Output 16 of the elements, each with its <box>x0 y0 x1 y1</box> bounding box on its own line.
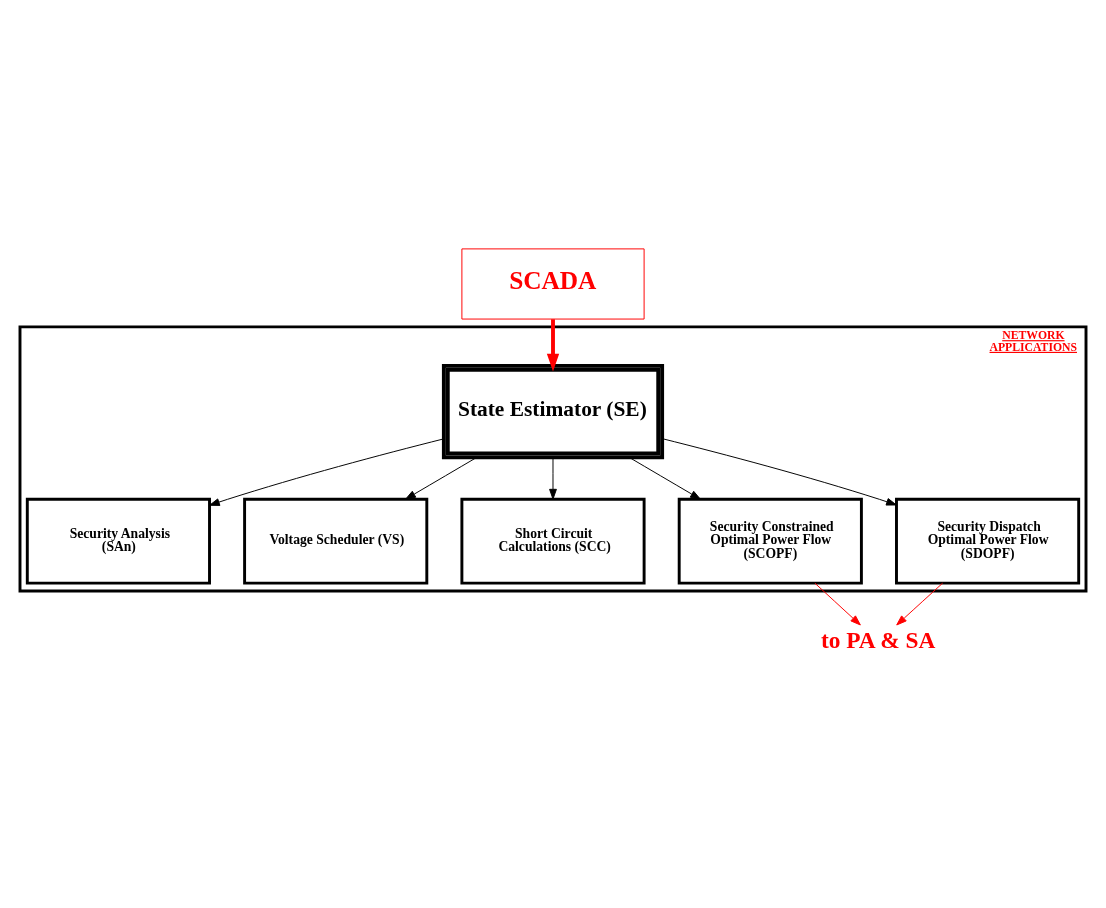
arrow <box>209 437 445 506</box>
arrow <box>405 456 478 500</box>
node-box: Short Circuit Calculations (SCC) <box>460 497 646 585</box>
node-box: State Estimator (SE) <box>441 363 665 459</box>
arrow <box>546 318 560 371</box>
node-box: Security Analysis (SAn) <box>25 497 211 585</box>
arrow <box>896 582 944 625</box>
node-text: to PA & SA <box>820 626 936 653</box>
arrow <box>661 437 897 506</box>
node-box: Security Constrained Optimal Power Flow (SCOPF) <box>677 497 863 585</box>
arrow <box>549 456 557 500</box>
arrow <box>628 456 701 500</box>
node-box: Security Dispatch Optimal Power Flow (SDOPF) <box>895 497 1081 585</box>
node-box: SCADA <box>461 247 645 320</box>
node-box: Voltage Scheduler (VS) <box>243 497 429 585</box>
arrow <box>814 582 861 625</box>
